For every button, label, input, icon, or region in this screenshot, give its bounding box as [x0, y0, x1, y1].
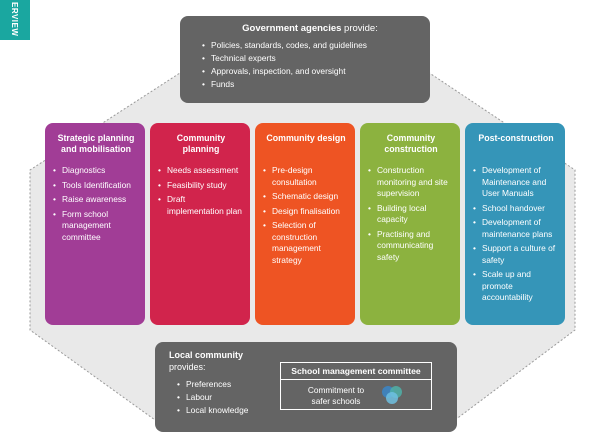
list-item: School handover: [473, 203, 559, 215]
government-list: Policies, standards, codes, and guidelin…: [202, 39, 418, 91]
list-item: Raise awareness: [53, 194, 139, 206]
stage-strategic-planning: Strategic planning and mobilisation Diag…: [45, 123, 145, 325]
list-item: Support a culture of safety: [473, 243, 559, 266]
list-item: Building local capacity: [368, 203, 454, 226]
list-item: Labour: [177, 391, 457, 404]
overlapping-circles-icon: [382, 386, 402, 404]
stage-title: Strategic planning and mobilisation: [57, 133, 135, 154]
committee-title: School management committee: [281, 363, 431, 380]
list-item: Local knowledge: [177, 404, 457, 417]
committee-text: Commitment to safer schools: [307, 385, 365, 406]
list-item: Feasibility study: [158, 180, 244, 192]
section-tab: ERVIEW: [0, 0, 30, 40]
stage-community-design: Community design Pre-design consultation…: [255, 123, 355, 325]
list-item: Needs assessment: [158, 165, 244, 177]
stage-post-construction: Post-construction Development of Mainten…: [465, 123, 565, 325]
list-item: Funds: [202, 78, 418, 91]
section-tab-label: ERVIEW: [10, 2, 19, 37]
list-item: Technical experts: [202, 52, 418, 65]
list-item: Development of maintenance plans: [473, 217, 559, 240]
list-item: Pre-design consultation: [263, 165, 349, 188]
local-list: Preferences Labour Local knowledge: [169, 378, 457, 417]
stage-community-construction: Community construction Construction moni…: [360, 123, 460, 325]
list-item: Construction monitoring and site supervi…: [368, 165, 454, 200]
list-item: Selection of construction management str…: [263, 220, 349, 266]
list-item: Tools Identification: [53, 180, 139, 192]
stage-title: Post-construction: [478, 133, 554, 143]
school-management-committee-box: School management committee Commitment t…: [280, 362, 432, 410]
stage-title: Community construction: [384, 133, 438, 154]
list-item: Design finalisation: [263, 206, 349, 218]
stage-title: Community planning: [176, 133, 226, 154]
government-title: Government agencies provide:: [242, 23, 378, 34]
list-item: Form school management committee: [53, 209, 139, 244]
list-item: Scale up and promote accountability: [473, 269, 559, 304]
list-item: Approvals, inspection, and oversight: [202, 65, 418, 78]
stage-community-planning: Community planning Needs assessment Feas…: [150, 123, 250, 325]
stage-title: Community design: [266, 133, 346, 143]
list-item: Development of Maintenance and User Manu…: [473, 165, 559, 200]
list-item: Diagnostics: [53, 165, 139, 177]
list-item: Policies, standards, codes, and guidelin…: [202, 39, 418, 52]
list-item: Schematic design: [263, 191, 349, 203]
list-item: Practising and communicating safety: [368, 229, 454, 264]
list-item: Draft implementation plan: [158, 194, 244, 217]
list-item: Preferences: [177, 378, 457, 391]
government-agencies-box: Government agencies provide: Policies, s…: [180, 16, 430, 103]
